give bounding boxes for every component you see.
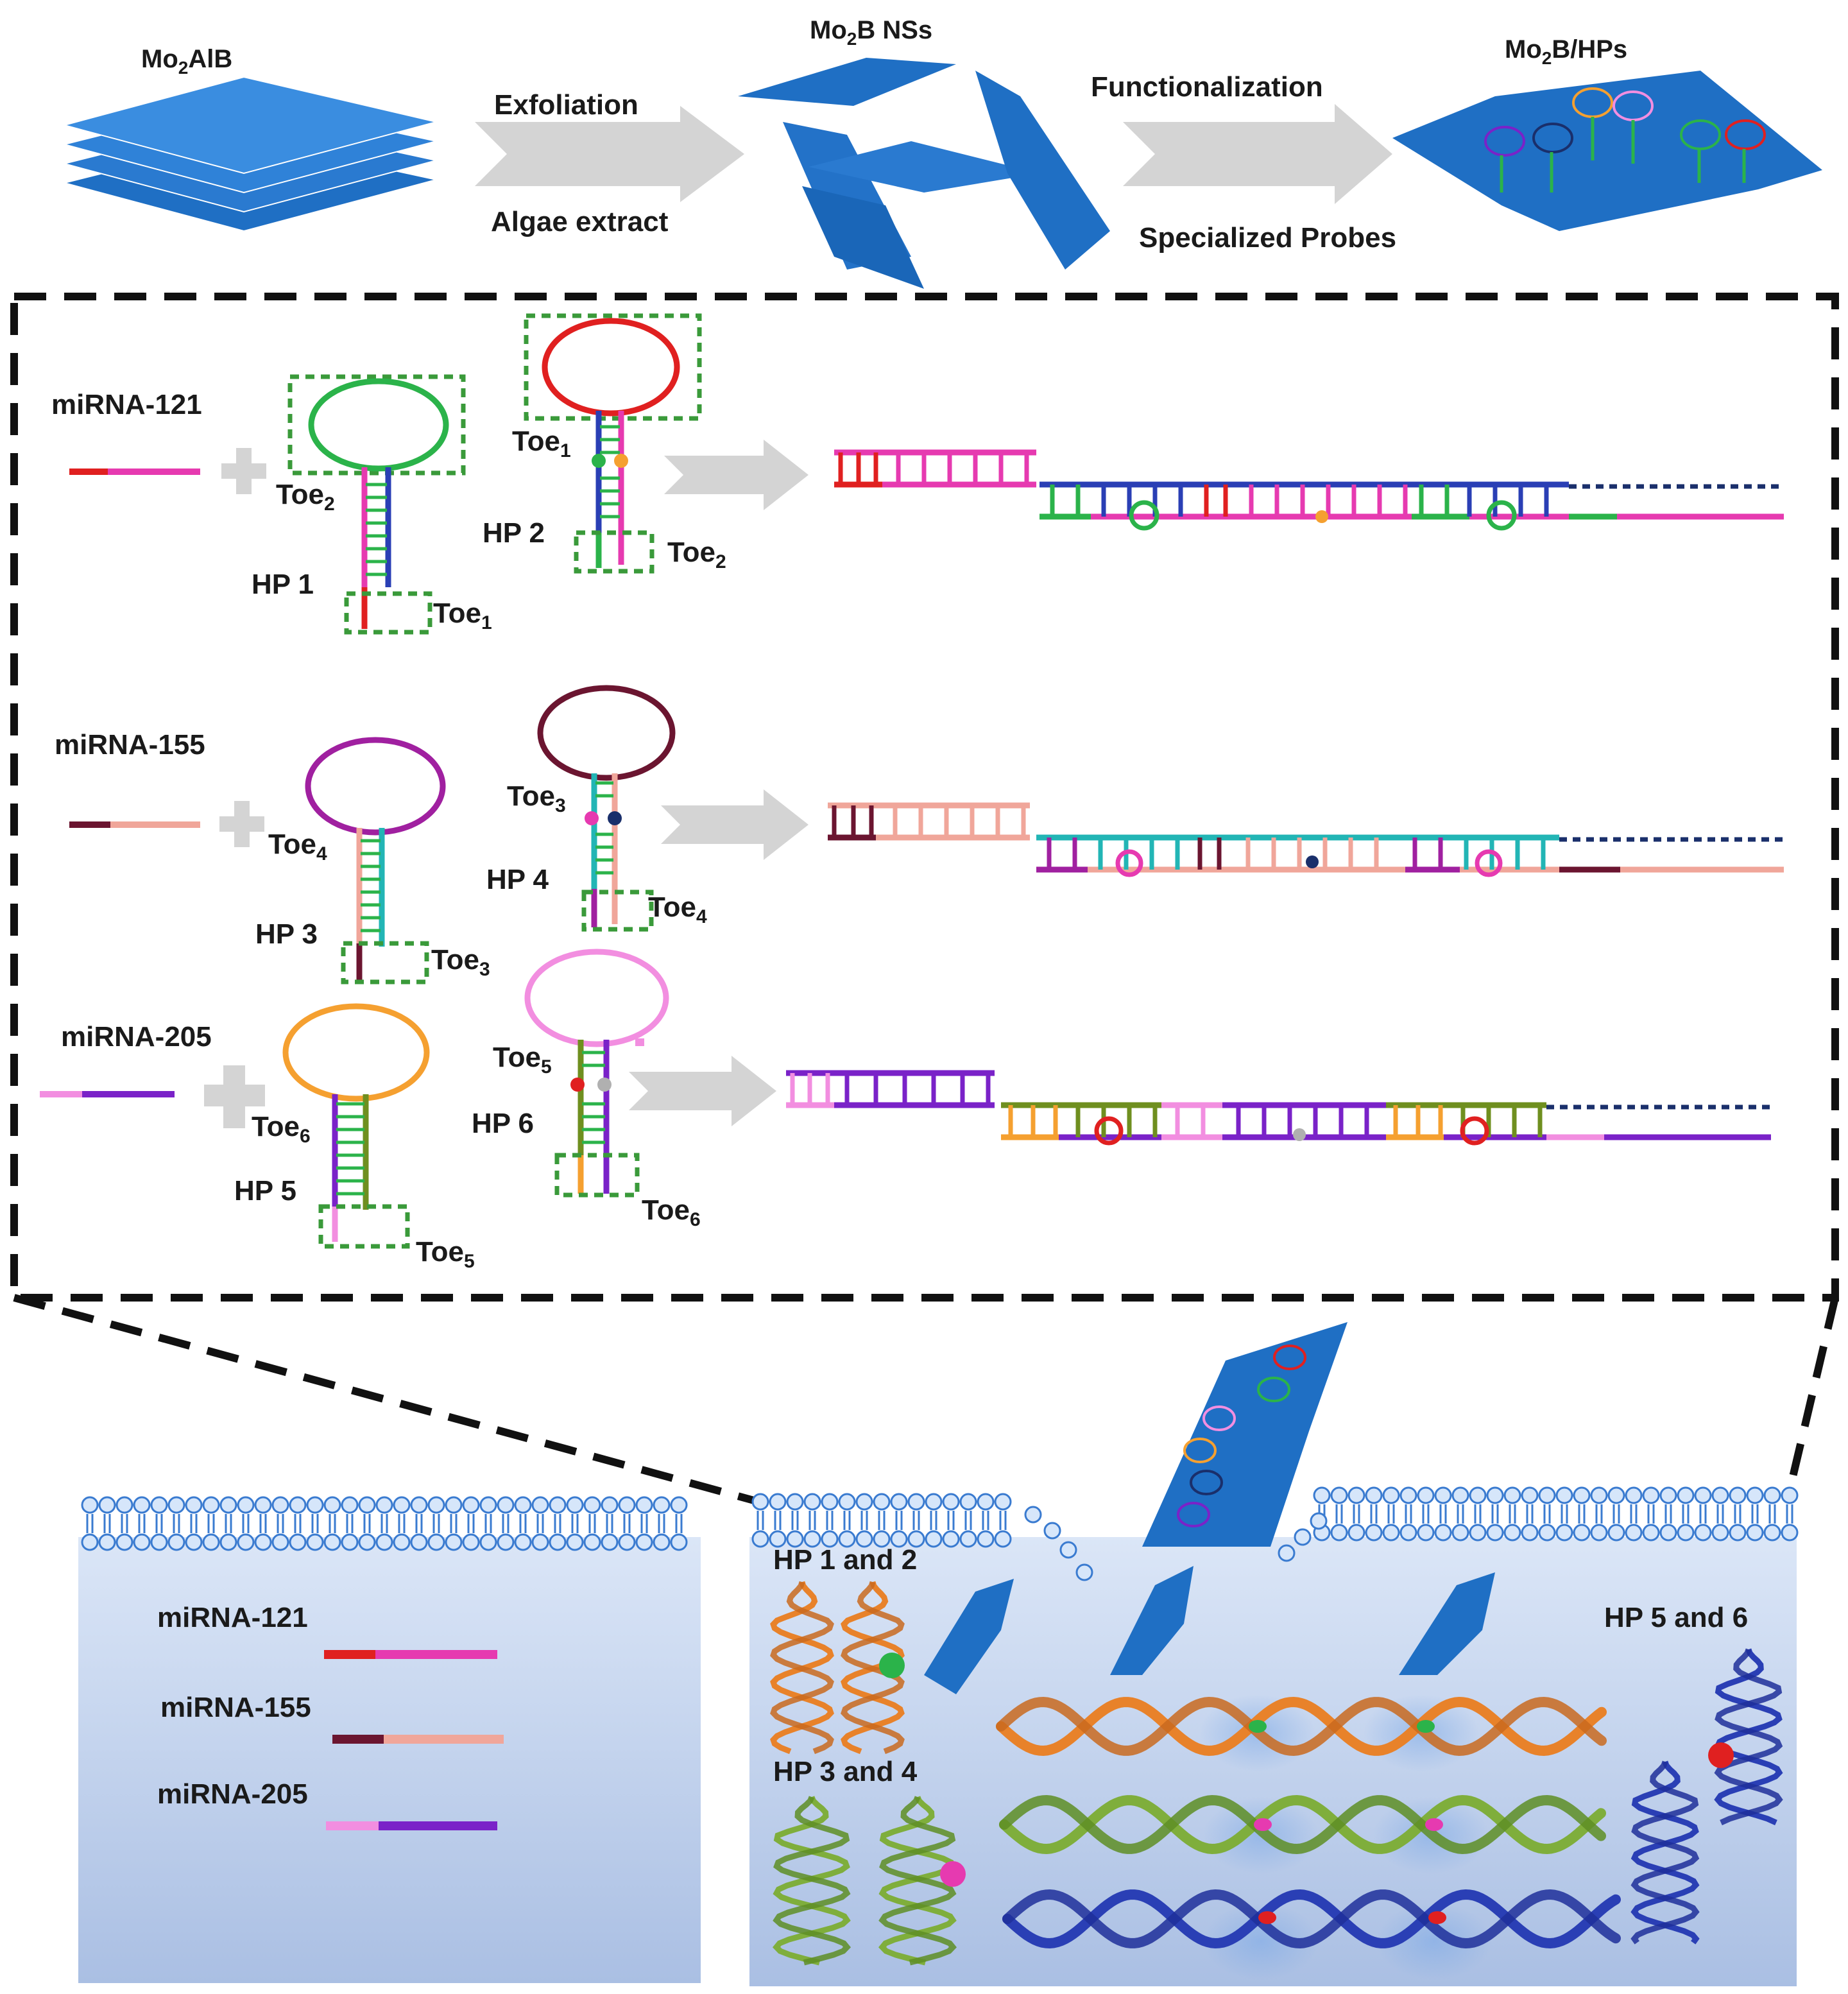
hp3-label: HP 3 xyxy=(255,918,318,950)
helix-layer xyxy=(770,1581,1783,1966)
toe2-label-hp1: Toe2 xyxy=(276,479,335,515)
exfoliation-arrow xyxy=(475,106,744,202)
mirna-121-label: miRNA-121 xyxy=(51,389,202,420)
exfoliation-label: Exfoliation xyxy=(494,89,638,121)
cell-mirna-155-label: miRNA-155 xyxy=(160,1692,311,1723)
functionalization-label: Functionalization xyxy=(1091,71,1323,103)
cell-normal: miRNA-121 miRNA-155 miRNA-205 xyxy=(78,1496,701,1983)
arrow-row2 xyxy=(661,789,809,860)
plus-icon xyxy=(204,1065,265,1128)
hp12-label: HP 1 and 2 xyxy=(773,1544,917,1576)
toe1-label-hp2: Toe1 xyxy=(512,425,571,461)
product-markers xyxy=(879,1653,1734,1924)
cell-cancer: HP 1 and 2 HP 3 and 4 HP 5 and 6 xyxy=(749,1322,1799,1986)
zoom-line-left xyxy=(13,1294,755,1504)
mo2alb-label: Mo2AlB xyxy=(141,45,232,78)
mo2b-hps-label: Mo2B/HPs xyxy=(1505,35,1627,68)
toe1-label-hp1: Toe1 xyxy=(433,597,492,633)
arrow-row1 xyxy=(664,440,809,510)
row-mirna-205: miRNA-205 Toe6 HP 5 Toe5 Toe5 HP 6 Toe6 xyxy=(40,949,1771,1272)
mechanism-panel-border xyxy=(10,293,1839,1302)
cell-mirna-121-label: miRNA-121 xyxy=(157,1602,308,1633)
membrane-left xyxy=(81,1496,688,1551)
row-mirna-155: miRNA-155 Toe4 HP 3 Toe3 Toe3 HP 4 Toe4 xyxy=(55,685,1784,984)
hp5-label: HP 5 xyxy=(234,1175,296,1207)
toe4-label-hp3: Toe4 xyxy=(268,829,327,864)
toe5-label-hp5: Toe5 xyxy=(416,1236,475,1272)
hp6-label: HP 6 xyxy=(472,1108,534,1139)
mo2b-nss-label: Mo2B NSs xyxy=(810,16,932,49)
plus-icon xyxy=(221,448,266,494)
mo2b-nanosheets xyxy=(738,58,1110,289)
hp34-label: HP 3 and 4 xyxy=(773,1756,918,1787)
toe4-label-hp4: Toe4 xyxy=(648,891,707,927)
nanosheet-internal xyxy=(924,1566,1495,1694)
algae-extract-label: Algae extract xyxy=(491,206,669,237)
specialized-probes-label: Specialized Probes xyxy=(1139,222,1396,254)
mirna-205-label: miRNA-205 xyxy=(61,1021,212,1053)
plus-icon xyxy=(219,801,264,847)
toe5-label-hp6: Toe5 xyxy=(493,1042,552,1078)
mo2b-hps-sheet xyxy=(1392,71,1822,231)
nanosheet-entering xyxy=(1142,1322,1348,1547)
hp56-label: HP 5 and 6 xyxy=(1604,1602,1748,1633)
zoom-line-right xyxy=(1786,1296,1839,1489)
hp2-label: HP 2 xyxy=(483,517,545,549)
toe6-label-hp5: Toe6 xyxy=(252,1111,311,1147)
functionalization-arrow xyxy=(1123,104,1392,204)
toe2-label-hp2: Toe2 xyxy=(667,537,726,572)
arrow-row3 xyxy=(629,1056,776,1126)
row-mirna-121: miRNA-121 HP 1 Toe2 Toe1 Toe1 HP 2 Toe2 xyxy=(51,313,1784,635)
cell-mirna-205-label: miRNA-205 xyxy=(157,1778,308,1810)
hp4-label: HP 4 xyxy=(486,864,549,895)
toe3-label-hp4: Toe3 xyxy=(507,780,566,816)
hp1-label: HP 1 xyxy=(252,569,314,600)
mo2alb-layered-stack xyxy=(62,76,437,232)
toe3-label-hp3: Toe3 xyxy=(431,944,490,980)
toe6-label-hp6: Toe6 xyxy=(642,1194,701,1230)
mirna-155-label: miRNA-155 xyxy=(55,729,205,761)
membrane-right xyxy=(751,1486,1799,1581)
